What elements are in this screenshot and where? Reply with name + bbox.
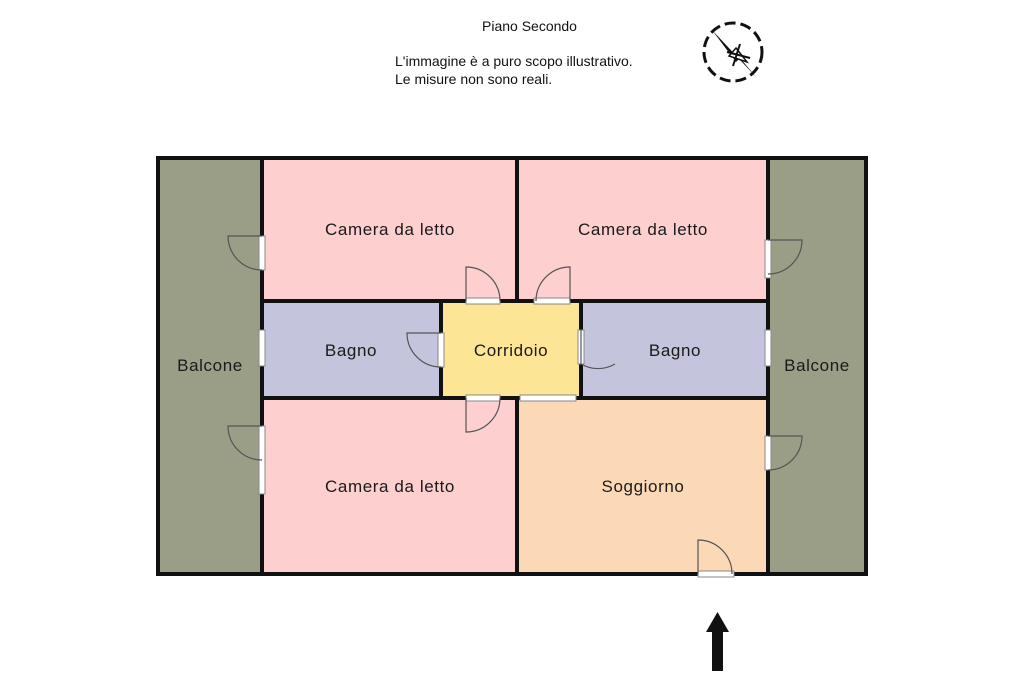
room-label-balcony-right: Balcone — [784, 356, 850, 375]
room-label-bathroom-left: Bagno — [324, 341, 378, 360]
disclaimer-line-2: Le misure non sono reali. — [395, 71, 553, 87]
room-label-bathroom-right: Bagno — [648, 341, 702, 360]
room-label-corridor: Corridoio — [473, 341, 549, 360]
bedroom-top-left — [262, 158, 517, 301]
compass-icon — [702, 21, 764, 83]
floor-title: Piano Secondo — [482, 18, 577, 34]
bedroom-top-right — [517, 158, 768, 301]
living-room — [517, 398, 768, 574]
room-label-bedroom-top-right: Camera da letto — [578, 220, 708, 239]
bedroom-bottom-left — [262, 398, 517, 574]
door-swings — [227, 235, 803, 575]
balcony-right — [768, 158, 866, 574]
bathroom-right — [581, 301, 768, 398]
balcony-left — [158, 158, 262, 574]
entrance-arrow-icon — [706, 612, 729, 671]
room-label-bedroom-top-left: Camera da letto — [325, 220, 455, 239]
corridor — [441, 301, 581, 398]
room-label-balcony-left: Balcone — [177, 356, 243, 375]
room-label-bedroom-bottom-left: Camera da letto — [325, 477, 455, 496]
room-label-living-room: Soggiorno — [601, 477, 685, 496]
disclaimer-line-1: L'immagine è a puro scopo illustrativo. — [395, 53, 633, 69]
